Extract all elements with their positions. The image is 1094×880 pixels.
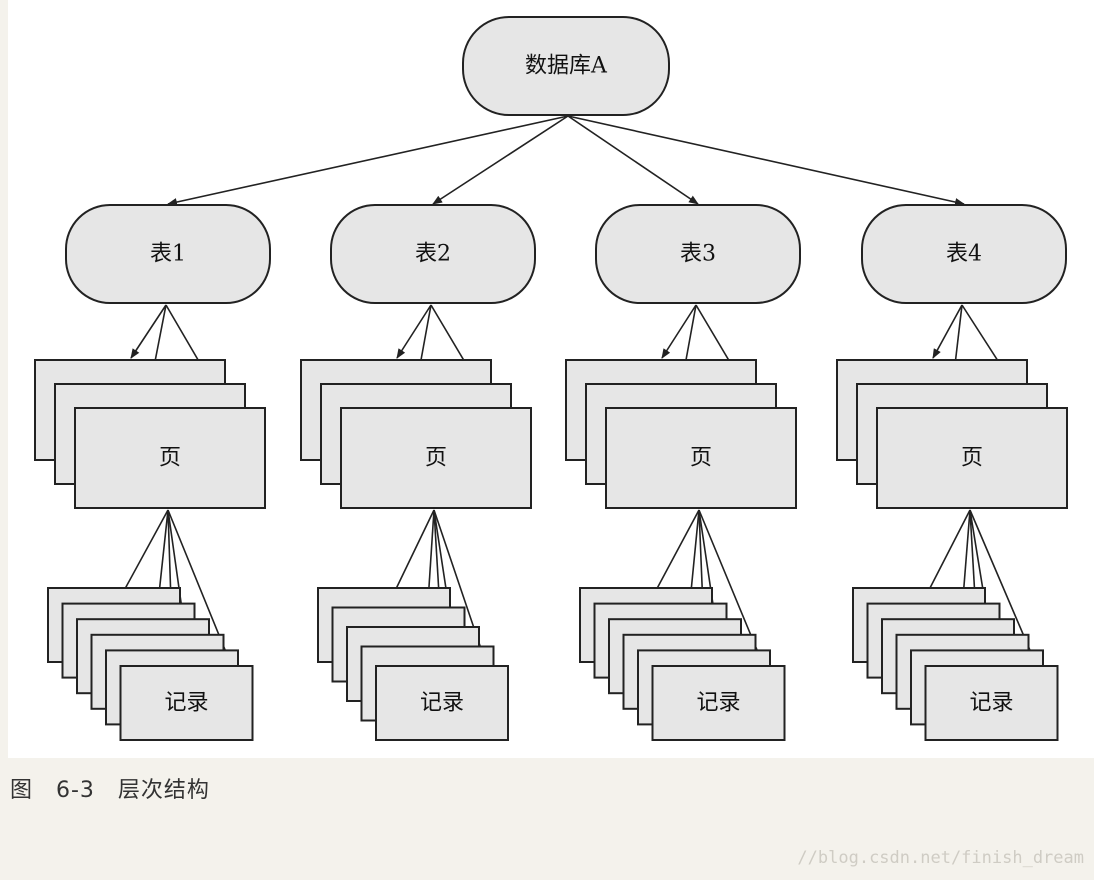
table-node-shape — [330, 204, 536, 304]
table-node-1: 表1 — [65, 204, 271, 304]
page-label: 页 — [961, 446, 983, 471]
record-label: 记录 — [164, 691, 208, 716]
table-node-shape — [595, 204, 801, 304]
root-to-table-arrow-2 — [432, 115, 569, 205]
figure-caption: 图 6-3 层次结构 — [10, 778, 210, 803]
table-node-label: 表2 — [415, 242, 451, 267]
table-to-page-arrow — [661, 304, 697, 359]
table-node-3: 表3 — [595, 204, 801, 304]
record-stack-2: 记录 — [317, 587, 509, 741]
page-label: 页 — [159, 446, 181, 471]
record-stack-3: 记录 — [579, 587, 786, 741]
page-card — [876, 407, 1068, 509]
record-label: 记录 — [696, 691, 740, 716]
page-card — [605, 407, 797, 509]
record-label: 记录 — [969, 691, 1013, 716]
table-node-shape — [861, 204, 1067, 304]
record-label: 记录 — [420, 691, 464, 716]
root-to-table-arrow-3 — [567, 115, 699, 205]
table-node-label: 表4 — [946, 242, 982, 267]
table-node-4: 表4 — [861, 204, 1067, 304]
table-node-label: 表1 — [150, 242, 186, 267]
table-node-shape — [65, 204, 271, 304]
root-node-label: 数据库A — [525, 54, 608, 79]
record-card — [119, 665, 254, 741]
table-to-page-arrow — [130, 304, 167, 359]
page-stack-1: 页 — [34, 359, 266, 509]
record-stack-1: 记录 — [47, 587, 254, 741]
record-card — [924, 665, 1059, 741]
watermark: //blog.csdn.net/finish_dream — [797, 848, 1084, 868]
table-to-page-arrow — [396, 304, 432, 359]
root-node: 数据库A — [462, 16, 670, 116]
root-to-table-arrow-4 — [567, 115, 965, 206]
table-node-label: 表3 — [680, 242, 716, 267]
table-to-page-arrow — [932, 304, 963, 359]
page-card — [340, 407, 532, 509]
diagram-nodes: 数据库A 表1 页记录 表2 页记录 表3 页记录 表4 页记录 — [34, 16, 1068, 741]
page-to-record-arrow — [922, 509, 971, 603]
page-label: 页 — [425, 446, 447, 471]
root-node-shape — [462, 16, 670, 116]
page-stack-4: 页 — [836, 359, 1068, 509]
record-card — [375, 665, 509, 741]
page-stack-3: 页 — [565, 359, 797, 509]
record-card — [651, 665, 786, 741]
page-label: 页 — [690, 446, 712, 471]
record-stack-4: 记录 — [852, 587, 1059, 741]
page-to-record-arrow — [117, 509, 169, 603]
page-card — [74, 407, 266, 509]
root-to-table-arrow-1 — [167, 115, 569, 206]
page-stack-2: 页 — [300, 359, 532, 509]
table-node-2: 表2 — [330, 204, 536, 304]
page-to-record-arrow — [649, 509, 700, 603]
